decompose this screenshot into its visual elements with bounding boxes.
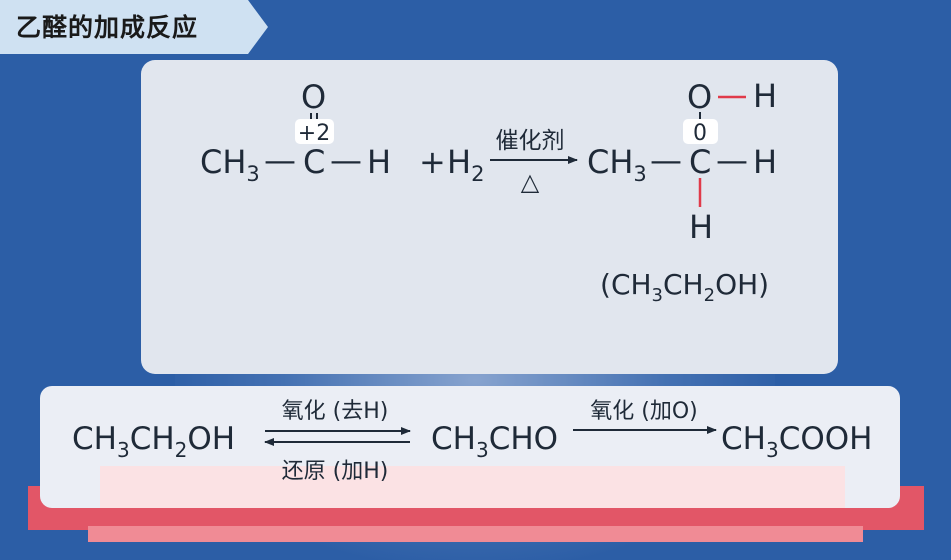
band-highlight xyxy=(100,466,845,508)
reaction-arrow: 催化剂 △ xyxy=(490,128,578,196)
reactant-oxidation-badge xyxy=(295,119,334,144)
product-condensed-formula: (CH3CH2OH) xyxy=(600,268,769,306)
hydrogen-reagent: + H2 xyxy=(419,143,484,186)
reactant-oxygen: O xyxy=(301,78,326,116)
catalyst-label: 催化剂 xyxy=(496,128,565,154)
chemistry-diagram: CH3 — C — H O +2 + H2 催化剂 △ CH3 — C — H … xyxy=(72,77,872,484)
reactant-hydrogen: H xyxy=(367,143,391,181)
product-oxidation-state: 0 xyxy=(693,121,707,146)
reaction-panel xyxy=(141,60,838,374)
product-oxygen: O xyxy=(687,78,712,116)
product-ch3: CH3 xyxy=(587,143,647,186)
reactant-bond-left: — xyxy=(264,141,296,179)
page-title: 乙醛的加成反应 xyxy=(16,13,199,42)
reactant-carbon: C xyxy=(303,143,325,181)
oxidation-oxygenation-label: 氧化 (加O) xyxy=(590,399,697,424)
heat-symbol: △ xyxy=(521,168,540,196)
reactant-bond-right: — xyxy=(330,141,362,179)
hydrogen-molecule: H2 xyxy=(447,143,484,186)
product-hydrogen-bottom: H xyxy=(689,208,713,246)
product-hydrogen-right: H xyxy=(753,143,777,181)
reduction-hydrogenation-label: 还原 (加H) xyxy=(282,459,389,484)
conversion-band xyxy=(40,386,900,508)
ethanol-formula: CH3CH2OH xyxy=(72,421,235,462)
plus-sign: + xyxy=(419,143,446,181)
product-structure: CH3 — C — H O H 0 H xyxy=(587,77,777,246)
oxidation-dehydrogenation-label: 氧化 (去H) xyxy=(282,399,389,424)
acetic-acid-formula: CH3COOH xyxy=(721,421,872,462)
product-bond-right: — xyxy=(716,141,748,179)
conversion-chain: CH3CH2OH 氧化 (去H) 还原 (加H) CH3CHO 氧化 (加O) … xyxy=(72,399,872,484)
product-bond-left: — xyxy=(650,141,682,179)
reactant-ch3: CH3 xyxy=(200,143,260,186)
reactant-oxidation-state: +2 xyxy=(298,121,330,146)
stage-platform-front xyxy=(88,526,863,542)
title-tab xyxy=(0,0,268,54)
product-carbon: C xyxy=(689,143,711,181)
product-oxidation-badge xyxy=(683,119,718,144)
acetaldehyde-formula: CH3CHO xyxy=(431,421,558,462)
reactant-structure: CH3 — C — H O +2 xyxy=(200,78,391,186)
product-hydrogen-top: H xyxy=(753,77,777,115)
